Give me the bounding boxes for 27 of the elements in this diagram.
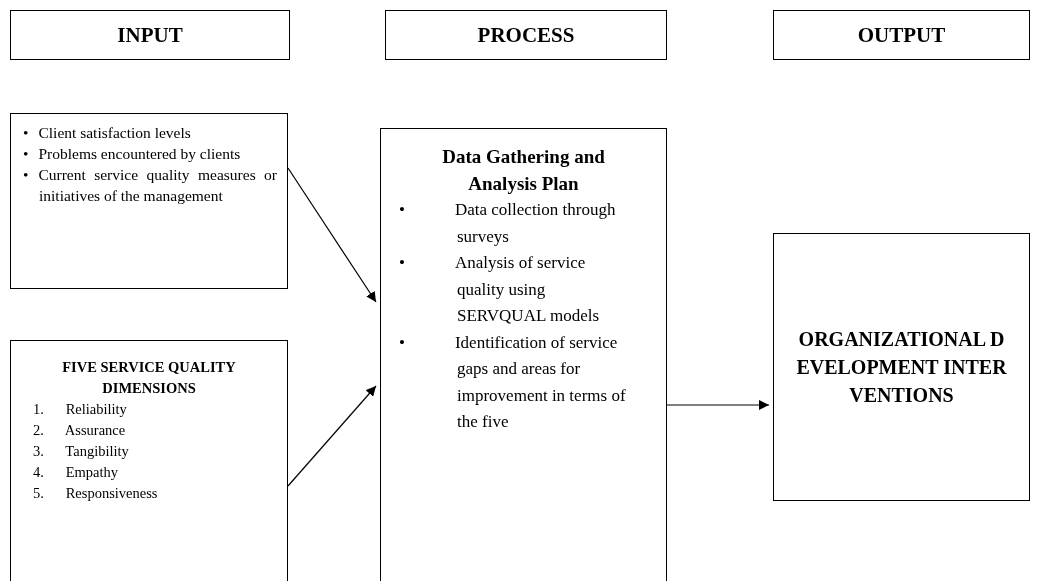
bullet-item: • Problems encountered by clients	[22, 144, 242, 164]
header-text: PROCESS	[476, 22, 576, 49]
box-heading: FIVE SERVICE QUALITY DIMENSIONS	[61, 358, 237, 398]
header-text: INPUT	[116, 22, 184, 49]
arrow	[666, 400, 770, 410]
list-item: 3. Tangibility	[32, 442, 130, 461]
list-item: 5. Responsiveness	[32, 484, 159, 503]
bullet-item: • Current service quality measures or initiatives of the management	[22, 165, 278, 206]
input-box	[10, 340, 288, 581]
list-item: 1. Reliability	[32, 400, 128, 419]
bullet-item: • Data collection through surveys	[398, 199, 617, 248]
output-text: ORGANIZATIONAL DEVELOPMENT INTERVENTIONS	[795, 327, 1008, 408]
box-heading: Data Gathering and Analysis Plan	[441, 145, 606, 196]
bullet-item: • Client satisfaction levels	[22, 123, 192, 143]
header-box	[385, 10, 667, 60]
arrow	[287, 385, 377, 487]
bullet-item: • Analysis of service quality using SERVQUAL models	[398, 252, 601, 327]
output-box	[773, 233, 1030, 501]
header-box	[773, 10, 1030, 60]
header-text: OUTPUT	[856, 22, 947, 49]
input-box	[10, 113, 288, 289]
bullet-item: • Identification of service gaps and areas for improvement in terms of the five	[398, 331, 627, 433]
header-box	[10, 10, 290, 60]
process-box	[380, 128, 667, 581]
list-item: 2. Assurance	[32, 421, 127, 440]
list-item: 4. Empathy	[32, 463, 119, 482]
arrow	[287, 167, 377, 303]
